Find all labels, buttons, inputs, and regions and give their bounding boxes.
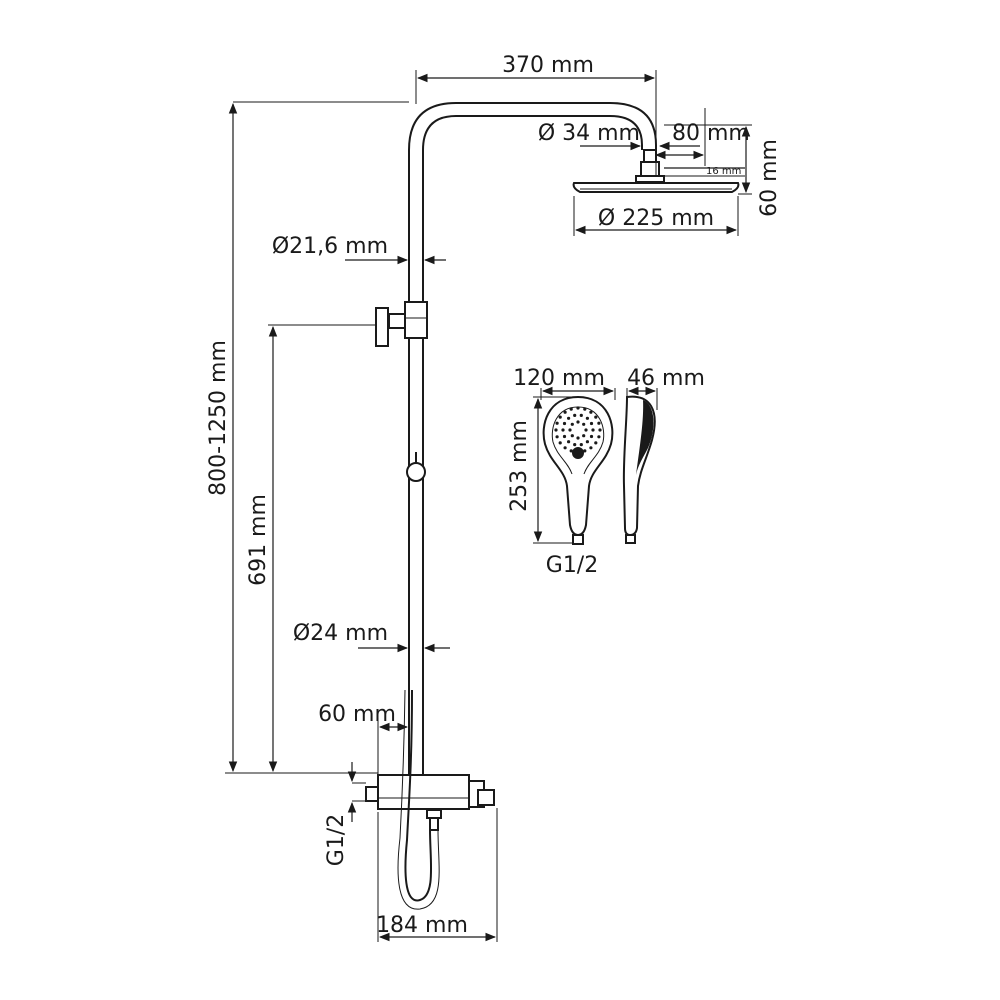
dim-total-height: [225, 102, 378, 774]
nozzle-dot: [563, 410, 567, 414]
nozzle-dot: [589, 446, 593, 450]
nozzle-dot: [579, 413, 583, 417]
dim-mixer-width: [377, 808, 498, 942]
nozzle-dot: [589, 421, 594, 426]
nozzle-dot: [554, 428, 558, 432]
nozzle-dot: [594, 415, 598, 419]
dim-rail-diameter-lower: [358, 618, 450, 660]
nozzle-dot: [555, 435, 559, 439]
dim-head-offset: [654, 108, 706, 166]
rain-shower-head: [572, 149, 740, 193]
nozzle-dot: [576, 420, 580, 424]
nozzle-dot: [585, 416, 590, 420]
nozzle-dot: [573, 443, 577, 447]
thermostat-mixer: [352, 774, 495, 831]
hand-shower-front: [542, 395, 614, 545]
nozzle-dot: [597, 421, 601, 425]
top-width-label: 370 mm: [502, 53, 594, 78]
nozzle-dot: [569, 449, 573, 453]
nozzle-dot: [597, 435, 601, 439]
nozzle-dot: [576, 406, 580, 410]
dim-hand-depth: [626, 386, 658, 410]
rail-slider-knob: [406, 452, 426, 482]
nozzle-dot: [561, 428, 565, 432]
hand-shower-holder: [375, 301, 428, 347]
nozzle-dot: [562, 421, 567, 426]
nozzle-dot: [579, 443, 583, 447]
dim-head-diameter: [573, 196, 739, 236]
holder-height-label: 691 mm: [246, 494, 271, 586]
nozzle-dot: [558, 441, 562, 445]
hand-thread-label: G1/2: [546, 553, 598, 578]
nozzle-dot: [583, 407, 587, 411]
head-diameter-label: Ø 225 mm: [598, 206, 714, 231]
total-height-label: 800-1250 mm: [206, 340, 231, 496]
mixer-offset-label: 60 mm: [318, 702, 396, 727]
nozzle-dot: [576, 436, 580, 440]
dim-holder-height: [268, 324, 376, 773]
riser-pipe: [408, 102, 657, 775]
nozzle-dot: [589, 410, 593, 414]
nozzle-dot: [567, 440, 571, 444]
nozzle-dot: [576, 450, 580, 454]
nozzle-dot: [573, 413, 577, 417]
nozzle-dot: [555, 421, 559, 425]
head-thickness-label: 16 mm: [706, 166, 741, 177]
hand-shower-side: [622, 395, 656, 544]
spray-nozzles: [554, 406, 602, 454]
rail-diameter-lower-label: Ø24 mm: [293, 621, 388, 646]
mixer-width-label: 184 mm: [376, 913, 468, 938]
rail-diameter-upper-label: Ø21,6 mm: [272, 234, 388, 259]
nozzle-dot: [563, 446, 567, 450]
nozzle-dot: [598, 428, 602, 432]
dim-mixer-offset: [377, 718, 410, 775]
hand-length-label: 253 mm: [507, 420, 532, 512]
nozzle-dot: [583, 449, 587, 453]
nozzle-dot: [582, 434, 586, 438]
nozzle-dot: [570, 434, 574, 438]
nozzle-dot: [584, 428, 588, 432]
nozzle-dot: [594, 441, 598, 445]
nozzle-dot: [568, 428, 572, 432]
dim-hand-length: [533, 396, 578, 544]
nozzle-dot: [591, 428, 595, 432]
nozzle-dot: [562, 434, 567, 439]
dim-head-height: [664, 124, 752, 195]
hand-width-label: 120 mm: [513, 366, 605, 391]
nozzle-dot: [567, 416, 571, 420]
nozzle-dot: [570, 422, 574, 426]
nozzle-dot: [585, 440, 590, 444]
shower-hose: [397, 689, 440, 910]
pipe-top-diameter-label: Ø 34 mm: [538, 121, 640, 146]
nozzle-dot: [569, 407, 573, 411]
hand-depth-label: 46 mm: [627, 366, 705, 391]
inlet-thread-label: G1/2: [324, 814, 349, 866]
nozzle-dot: [558, 415, 562, 419]
nozzle-dot: [582, 422, 586, 426]
head-height-label: 60 mm: [757, 139, 782, 217]
nozzle-dot: [589, 434, 594, 439]
dim-head-thickness: [664, 167, 745, 177]
